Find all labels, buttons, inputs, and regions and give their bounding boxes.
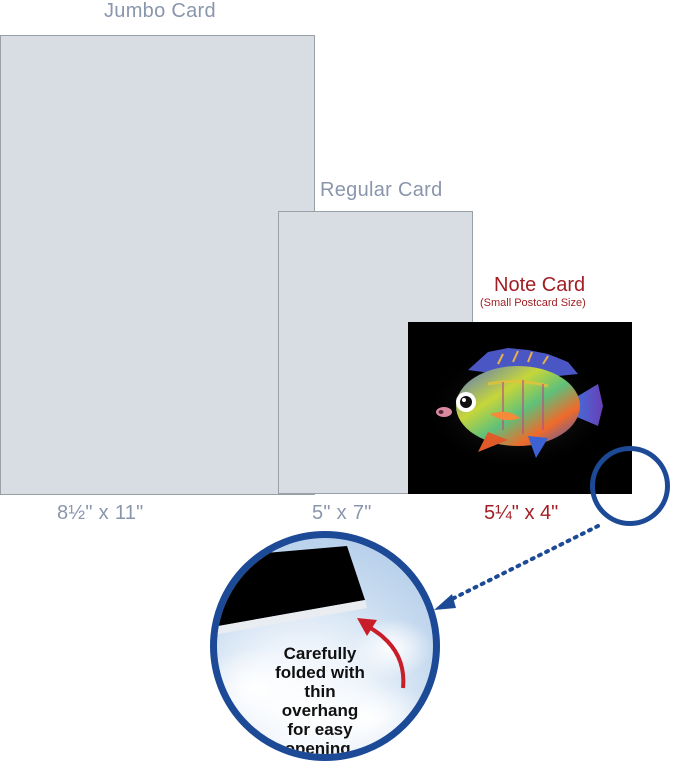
- caption-line: opening.: [284, 739, 356, 758]
- note-card-shape: [408, 322, 632, 494]
- jumbo-card-title: Jumbo Card: [104, 0, 216, 22]
- caption-line: folded with: [275, 663, 365, 682]
- curved-arrow-icon: [366, 624, 406, 689]
- jumbo-card-size: 8½" x 11": [57, 502, 144, 524]
- regular-card-title: Regular Card: [320, 179, 443, 201]
- overhang-caption: Carefully folded with thin overhang for …: [265, 644, 375, 758]
- fish-illustration: [423, 348, 613, 472]
- caption-line: for easy: [287, 720, 353, 739]
- note-card-subtitle: (Small Postcard Size): [480, 297, 586, 309]
- caption-line: Carefully: [283, 644, 357, 663]
- regular-card-size: 5" x 7": [312, 502, 372, 524]
- zoom-highlight-circle: [590, 446, 670, 526]
- note-card-size: 5¼" x 4": [484, 502, 559, 524]
- cloud-sky-background: [217, 546, 433, 753]
- note-card-title: Note Card: [494, 274, 586, 296]
- zoom-detail-circle: Carefully folded with thin overhang for …: [210, 531, 440, 761]
- jumbo-card-shape: [0, 35, 315, 495]
- caption-line: thin overhang: [281, 682, 359, 720]
